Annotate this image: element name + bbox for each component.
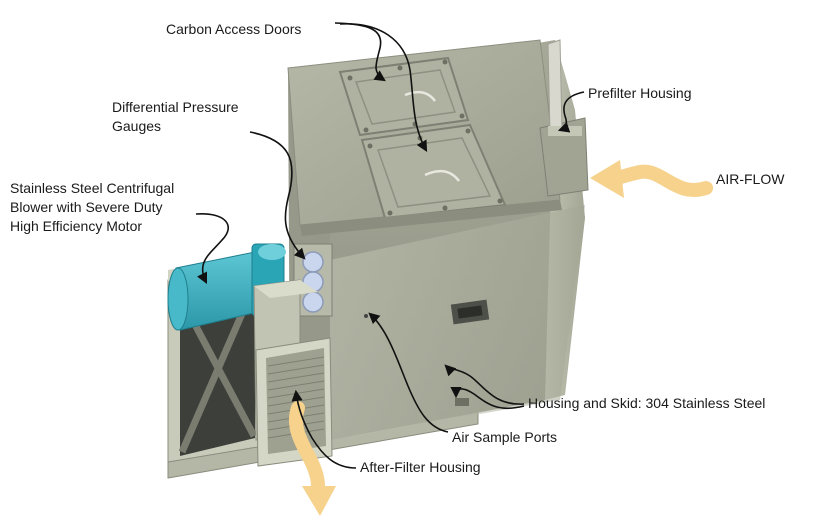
leader-gauges <box>249 131 306 260</box>
gauge-top <box>302 251 324 273</box>
leader-carbon-doors-2 <box>339 23 428 152</box>
airflow-out-arrow <box>288 401 336 516</box>
leader-housing-skid <box>444 364 525 405</box>
label-carbon-access-doors: Carbon Access Doors <box>166 21 302 37</box>
label-housing-and-skid: Housing and Skid: 304 Stainless Steel <box>528 395 766 411</box>
label-differential-pressure-gauges: Differential Pressure Gauges <box>112 98 239 136</box>
leader-prefilter <box>557 91 585 133</box>
leader-housing-skid-2 <box>450 387 525 410</box>
label-line: High Efficiency Motor <box>10 218 143 234</box>
label-after-filter-housing: After-Filter Housing <box>360 459 481 475</box>
gauge-bottom <box>302 291 324 313</box>
leader-lines <box>195 22 585 469</box>
leader-air-sample <box>368 312 449 433</box>
label-line: Blower with Severe Duty <box>10 199 163 215</box>
label-air-flow: AIR-FLOW <box>716 171 785 187</box>
label-air-sample-ports: Air Sample Ports <box>452 429 558 445</box>
airflow-in-arrow <box>590 160 713 198</box>
main-housing <box>287 39 585 440</box>
label-stainless-steel-blower: Stainless Steel Centrifugal Blower with … <box>10 179 174 236</box>
label-line: Stainless Steel Centrifugal <box>10 180 175 196</box>
leader-after-filter <box>291 389 357 469</box>
leader-blower <box>195 213 229 285</box>
label-line: Differential Pressure <box>112 99 239 115</box>
label-prefilter-housing: Prefilter Housing <box>588 85 692 101</box>
label-line: Gauges <box>112 118 162 134</box>
